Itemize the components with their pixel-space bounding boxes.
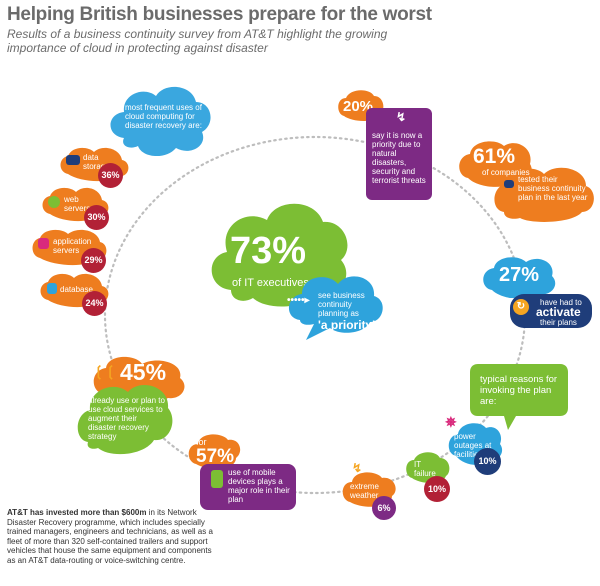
extreme-weather-label: extreme weather bbox=[350, 482, 379, 500]
it-failure-label: IT failure bbox=[414, 460, 436, 478]
lightning-icon: ↯ bbox=[396, 110, 407, 124]
tested-stat-sub: of companies bbox=[482, 168, 530, 177]
web-servers-label: web servers bbox=[64, 195, 91, 213]
reasons-title: typical reasons for invoking the plan ar… bbox=[480, 374, 558, 407]
it-failure-bubble bbox=[406, 452, 450, 483]
mobile-device-icon bbox=[211, 470, 223, 488]
power-outages-label: power outages at facilities bbox=[454, 432, 492, 459]
application-servers-label: application servers bbox=[53, 237, 92, 255]
center-label: of IT executives bbox=[232, 277, 309, 289]
cloud-stat-detail-bubble bbox=[77, 385, 173, 455]
power-outages-value: 10% bbox=[474, 448, 501, 475]
tested-stat-detail-bubble bbox=[494, 167, 594, 222]
calendar-icon bbox=[504, 180, 514, 188]
cloud-stat-text: already use or plan to use cloud service… bbox=[88, 396, 165, 441]
tested-stat-text: tested their business continuity plan in… bbox=[518, 175, 588, 202]
refresh-icon: ↻ bbox=[513, 299, 529, 315]
center-blue-cloud bbox=[288, 276, 383, 340]
mobile-stat-bubble bbox=[188, 434, 241, 469]
database-value: 24% bbox=[82, 291, 107, 316]
tested-stat-percent: 61% bbox=[473, 145, 516, 168]
page-subtitle: Results of a business continuity survey … bbox=[7, 27, 388, 55]
activate-stat-percent: 27% bbox=[499, 264, 540, 286]
database-label: database bbox=[60, 285, 93, 294]
extreme-weather-value: 6% bbox=[372, 496, 396, 520]
database-storage-icon bbox=[66, 155, 80, 165]
priority-stat-panel bbox=[366, 108, 432, 200]
center-see-text: see business continuity planning as bbox=[318, 291, 365, 318]
footer-bold: AT&T has invested more than $600m bbox=[7, 508, 147, 517]
cloud-stat-percent: 45% bbox=[120, 359, 167, 385]
activate-stat-text-b: activate bbox=[536, 305, 581, 319]
globe-icon bbox=[48, 196, 60, 208]
application-servers-value: 29% bbox=[81, 248, 106, 273]
mobile-stat-percent: 57% bbox=[196, 446, 235, 467]
it-failure-value: 10% bbox=[424, 476, 450, 502]
priority-stat-text: say it is now a priority due to natural … bbox=[372, 131, 426, 185]
data-storage-value: 36% bbox=[98, 163, 123, 188]
footer-text: AT&T has invested more than $600m in its… bbox=[7, 508, 219, 565]
data-storage-label: data storage bbox=[83, 153, 110, 171]
reasons-bubble bbox=[470, 364, 568, 430]
priority-stat-percent: 20% bbox=[343, 98, 374, 115]
activate-stat-bubble bbox=[483, 257, 556, 298]
power-burst-icon: ✵ bbox=[445, 414, 457, 430]
mobile-stat-text: use of mobile devices plays a major role… bbox=[228, 468, 290, 504]
activate-stat-text-a: have had to bbox=[540, 298, 582, 307]
dotted-arrow-icon: •••••▸ bbox=[287, 295, 310, 306]
page-title: Helping British businesses prepare for t… bbox=[7, 4, 432, 25]
footer-body: in its Network Disaster Recovery program… bbox=[7, 508, 213, 565]
cloud-uses-intro: most frequent uses of cloud computing fo… bbox=[125, 103, 202, 130]
web-servers-value: 30% bbox=[84, 205, 109, 230]
center-priority: 'a priority' bbox=[318, 318, 376, 332]
signal-waves-icon: ❲❲ bbox=[93, 363, 117, 379]
mobile-stat-prefix: for bbox=[196, 437, 207, 447]
cloud-uses-bubble bbox=[110, 86, 211, 157]
center-percent: 73% bbox=[230, 230, 307, 272]
database-icon bbox=[47, 283, 57, 294]
activate-stat-text-c: their plans bbox=[540, 318, 577, 327]
app-window-icon bbox=[38, 238, 49, 249]
weather-lightning-icon: ↯ bbox=[352, 461, 363, 475]
